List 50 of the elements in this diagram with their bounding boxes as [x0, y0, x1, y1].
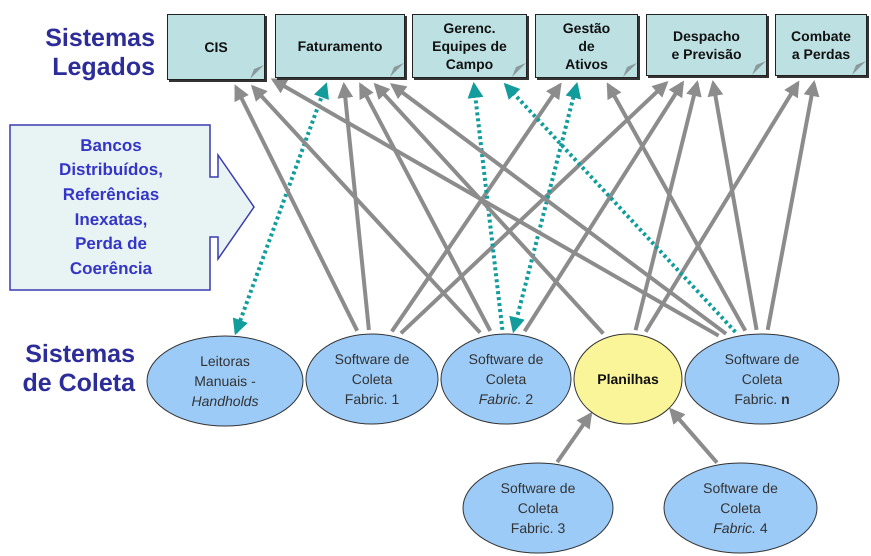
- system-box: [167, 14, 265, 80]
- arrow: [634, 80, 702, 331]
- node-label: CIS: [203, 38, 229, 56]
- node-label: Combate a Perdas: [791, 26, 851, 64]
- system-box: [775, 14, 867, 76]
- system-ellipse: [573, 333, 683, 425]
- system-ellipse: [462, 462, 614, 554]
- arrow: [766, 80, 820, 330]
- arrow: [337, 82, 371, 330]
- system-ellipse: [440, 333, 572, 425]
- arrow: [358, 82, 492, 332]
- system-box: [275, 14, 405, 78]
- system-box: [412, 14, 527, 78]
- dashed-arrow: [468, 82, 504, 330]
- system-ellipse: [684, 333, 840, 425]
- node-label: Software de Coleta Fabric. n: [724, 350, 800, 410]
- dashed-arrow: [509, 82, 582, 334]
- node-label: Despacho e Previsão: [670, 26, 742, 64]
- node-label: Bancos Distribuídos, Referências Inexatas, Perda de Coerência: [58, 134, 164, 280]
- node-label: Leitoras Manuais - Handholds: [190, 352, 260, 412]
- node-label: Software de Coleta Fabric. 1: [334, 350, 410, 410]
- arrow: [250, 84, 482, 334]
- system-ellipse: [305, 333, 439, 425]
- arrow: [556, 412, 592, 464]
- arrow: [522, 80, 684, 332]
- node-label: Faturamento: [296, 36, 384, 56]
- arrow: [708, 80, 759, 330]
- arrow: [270, 78, 720, 338]
- node-label: Software de Coleta Fabric. 4: [702, 478, 779, 538]
- node-label: Gerenc. Equipes de Campo: [432, 18, 507, 74]
- section-heading: Sistemas Legados: [44, 24, 155, 82]
- arrow: [644, 80, 800, 333]
- system-box: [535, 14, 638, 78]
- block-arrow-callout: [10, 125, 255, 290]
- node-label: Gestão de Ativos: [562, 18, 612, 74]
- node-label: Software de Coleta Fabric. 3: [500, 478, 576, 538]
- arrow: [390, 83, 728, 336]
- node-label: Planilhas: [596, 370, 660, 389]
- arrow: [669, 408, 718, 464]
- arrow: [400, 81, 668, 335]
- section-heading: Sistemas de Coleta: [21, 340, 135, 398]
- dashed-arrow: [504, 82, 737, 334]
- system-ellipse: [663, 462, 818, 554]
- dashed-arrow: [232, 82, 329, 336]
- system-box: [646, 14, 767, 76]
- system-ellipse: [146, 335, 304, 427]
- arrow: [374, 82, 605, 335]
- node-label: Software de Coleta Fabric. 2: [468, 350, 544, 410]
- arrow: [234, 84, 359, 332]
- arrow: [606, 82, 748, 332]
